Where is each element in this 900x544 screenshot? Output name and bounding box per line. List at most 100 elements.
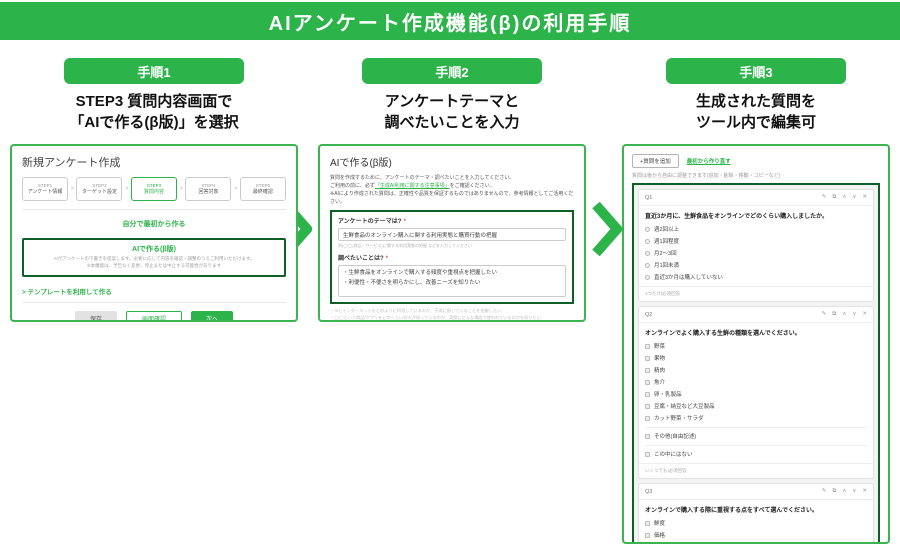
radio-icon bbox=[645, 274, 650, 280]
move-up-icon[interactable]: ∧ bbox=[842, 311, 847, 317]
theme-hint: 例)◯◯(商品・サービス)に関する利用実態の把握 などを入力してください bbox=[338, 243, 472, 248]
ai-option-description: AIがアンケートの下書きを提案します。必要に応じて内容を確認・調整のうえご利用い… bbox=[53, 256, 255, 268]
edit-icon[interactable]: ✎ bbox=[821, 311, 827, 317]
radio-icon bbox=[645, 226, 650, 232]
radio-icon bbox=[645, 238, 650, 244]
answer-option[interactable]: 月1回未満 bbox=[645, 259, 867, 271]
caption-line: 調べたいことを入力 bbox=[384, 114, 520, 131]
question-text: 直近3か月に、生鮮食品をオンラインでどのくらい購入しましたか。 bbox=[645, 214, 829, 220]
input-examples: ・AIとインターネットをどのように利用しているのか、不満に感じていることを把握し… bbox=[330, 308, 541, 320]
answer-option[interactable]: 月2〜3回 bbox=[645, 247, 867, 259]
answer-option[interactable]: 週1回程度 bbox=[645, 235, 867, 247]
move-down-icon[interactable]: ∨ bbox=[852, 488, 857, 494]
checkbox-icon bbox=[645, 415, 650, 421]
caption-line: STEP3 質問内容画面で bbox=[75, 93, 233, 110]
create-with-ai-option[interactable]: AIで作る(β版) AIがアンケートの下書きを提案します。必要に応じて内容を確認… bbox=[22, 238, 286, 277]
step-column-1: 手順1 STEP3 質問内容画面で 「AIで作る(β版)」を選択 新規アンケート… bbox=[10, 58, 298, 322]
flow-arrow-icon bbox=[592, 201, 622, 257]
move-up-icon[interactable]: ∧ bbox=[842, 488, 847, 494]
stepper-separator: > bbox=[233, 186, 238, 192]
answer-option[interactable]: 価格 bbox=[645, 529, 867, 541]
stepper-separator: > bbox=[70, 186, 74, 192]
template-link[interactable]: > テンプレートを利用して作る bbox=[22, 282, 286, 303]
theme-label: アンケートのテーマは?* bbox=[338, 219, 406, 225]
checkbox-icon bbox=[645, 451, 650, 457]
stepper-step-1[interactable]: STEP1 アンケート情報 bbox=[22, 177, 68, 201]
answer-option[interactable]: 野菜 bbox=[645, 340, 867, 352]
edit-icon[interactable]: ✎ bbox=[821, 488, 827, 494]
caption-line: アンケートテーマと bbox=[384, 93, 520, 110]
step-badge-3: 手順3 bbox=[666, 58, 846, 84]
add-question-button[interactable]: +質問を追加 bbox=[632, 154, 679, 168]
question-card-q1: Q1 ✎ ⧉ ∧ ∨ ✕ 直近3か月に、生鮮食品をオンラインでどのくらい購入しま… bbox=[638, 189, 874, 302]
answer-option[interactable]: 鮮度 bbox=[645, 517, 867, 529]
checkbox-icon bbox=[645, 532, 650, 538]
restart-link[interactable]: 最初から作り直す bbox=[686, 159, 731, 165]
ai-notice-link[interactable]: 「生成AI利用に関する注意事項」 bbox=[374, 183, 450, 189]
copy-icon[interactable]: ⧉ bbox=[832, 311, 837, 317]
delete-icon[interactable]: ✕ bbox=[862, 488, 867, 494]
save-button[interactable]: 保存 bbox=[74, 310, 117, 320]
screenshot-new-survey: 新規アンケート作成 STEP1 アンケート情報 > STEP2 ターゲット設定 … bbox=[10, 144, 298, 322]
step-badge-2: 手順2 bbox=[362, 58, 542, 84]
question-meta: 1つだけ|必須回答 bbox=[639, 286, 873, 301]
move-down-icon[interactable]: ∨ bbox=[852, 311, 857, 317]
stepper-step-3-active[interactable]: STEP3 質問内容 bbox=[130, 177, 177, 201]
next-button[interactable]: 次へ bbox=[191, 310, 234, 320]
answer-option[interactable]: 魚介 bbox=[645, 376, 867, 388]
step-caption-3: 生成された質問を ツール内で編集可 bbox=[696, 91, 816, 135]
wizard-stepper: STEP1 アンケート情報 > STEP2 ターゲット設定 > STEP3 質問… bbox=[22, 177, 286, 201]
stepper-separator: > bbox=[179, 186, 183, 192]
delete-icon[interactable]: ✕ bbox=[862, 194, 867, 200]
answer-option[interactable]: その他(自由記述) bbox=[645, 427, 867, 442]
preview-button[interactable]: 画面確認 bbox=[125, 310, 182, 320]
answer-option[interactable]: 週2回以上 bbox=[645, 223, 867, 235]
answer-option[interactable]: 精肉 bbox=[645, 364, 867, 376]
caption-line: ツール内で編集可 bbox=[695, 114, 816, 131]
caption-line: 「AIで作る(β版)」を選択 bbox=[69, 114, 239, 131]
required-mark: * bbox=[403, 219, 406, 225]
answer-option[interactable]: 卵・乳製品 bbox=[645, 388, 867, 400]
stepper-step-2[interactable]: STEP2 ターゲット設定 bbox=[76, 177, 123, 201]
answer-option[interactable]: カット野菜・サラダ bbox=[645, 412, 867, 424]
copy-icon[interactable]: ⧉ bbox=[832, 194, 837, 200]
question-id: Q3 bbox=[645, 488, 653, 495]
panel1-button-row: 保存 画面確認 次へ bbox=[22, 310, 286, 320]
answer-option[interactable]: この中にはない bbox=[645, 445, 867, 460]
page-title: AIアンケート作成機能(β)の利用手順 bbox=[0, 2, 900, 40]
ai-option-title: AIで作る(β版) bbox=[132, 246, 176, 253]
stepper-step-4[interactable]: STEP4 回答対象 bbox=[185, 177, 232, 201]
stepper-step-5[interactable]: STEP5 最終確認 bbox=[239, 177, 286, 201]
question-editor-toolbar: +質問を追加 最初から作り直す bbox=[632, 154, 880, 168]
move-down-icon[interactable]: ∨ bbox=[852, 194, 857, 200]
ai-form-title: AIで作る(β版) bbox=[330, 158, 392, 169]
step-column-2: 手順2 アンケートテーマと 調べたいことを入力 AIで作る(β版) 質問を作成す… bbox=[318, 58, 586, 322]
checkbox-icon bbox=[645, 355, 650, 361]
move-up-icon[interactable]: ∧ bbox=[842, 194, 847, 200]
ai-input-highlight-box: アンケートのテーマは?* 生鮮食品のオンライン購入に関する利用実態と購買行動の把… bbox=[330, 210, 574, 304]
required-mark: * bbox=[385, 256, 389, 262]
question-list: Q1 ✎ ⧉ ∧ ∨ ✕ 直近3か月に、生鮮食品をオンラインでどのくらい購入しま… bbox=[632, 183, 880, 542]
edit-icon[interactable]: ✎ bbox=[821, 194, 827, 200]
radio-icon bbox=[645, 250, 650, 256]
step-badge-1: 手順1 bbox=[64, 58, 244, 84]
checkbox-icon bbox=[645, 391, 650, 397]
step-column-3: 手順3 生成された質問を ツール内で編集可 +質問を追加 最初から作り直す 質問… bbox=[622, 58, 890, 544]
question-card-q3: Q3 ✎ ⧉ ∧ ∨ ✕ オンラインで購入する際に重視する点をすべて選んでくださ… bbox=[638, 483, 874, 542]
checkbox-icon bbox=[645, 343, 650, 349]
step-caption-2: アンケートテーマと 調べたいことを入力 bbox=[384, 91, 519, 135]
research-textarea[interactable]: ・生鮮食品をオンラインで購入する頻度や重視点を把握したい ・利便性・不便さを明ら… bbox=[338, 265, 566, 297]
answer-option[interactable]: 直近3か月は購入していない bbox=[645, 271, 867, 283]
question-id: Q1 bbox=[645, 194, 653, 201]
delete-icon[interactable]: ✕ bbox=[862, 311, 867, 317]
theme-input[interactable]: 生鮮食品のオンライン購入に関する利用実態と購買行動の把握 bbox=[338, 228, 566, 241]
checkbox-icon bbox=[645, 379, 650, 385]
new-survey-title: 新規アンケート作成 bbox=[22, 157, 121, 169]
create-from-scratch-option[interactable]: 自分で最初から作る bbox=[22, 209, 286, 238]
answer-option[interactable]: 豆腐・納豆など大豆製品 bbox=[645, 400, 867, 412]
question-editor-hint: 質問は後から自由に調整できます(追加・削除・移動・コピーなど) bbox=[632, 173, 781, 179]
copy-icon[interactable]: ⧉ bbox=[832, 488, 837, 494]
answer-option[interactable]: 果物 bbox=[645, 352, 867, 364]
screenshot-ai-form: AIで作る(β版) 質問を作成するために、アンケートのテーマ・調べたいことを入力… bbox=[318, 144, 586, 322]
